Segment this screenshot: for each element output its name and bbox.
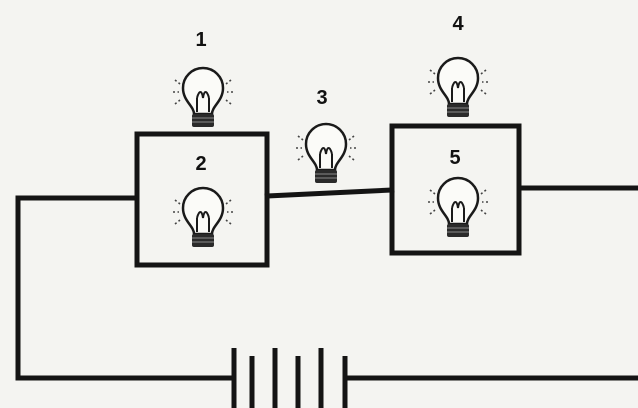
bulb-1-label: 1	[195, 29, 206, 51]
middle-wire	[264, 187, 395, 199]
bulb-2-icon	[171, 186, 235, 249]
bulb-3-label: 3	[316, 87, 327, 109]
parallel-box-right	[389, 123, 522, 256]
bulb-3-icon	[294, 122, 358, 185]
bulb-5-label: 5	[449, 147, 460, 169]
bulb-5-icon	[426, 176, 490, 239]
bulb-4-icon	[426, 56, 490, 119]
parallel-box-left	[134, 131, 270, 268]
left-top-wire	[15, 195, 237, 381]
battery	[231, 348, 348, 408]
bulb-1-icon	[171, 66, 235, 129]
bulb-2-label: 2	[195, 153, 206, 175]
bulb-4-label: 4	[452, 13, 464, 35]
